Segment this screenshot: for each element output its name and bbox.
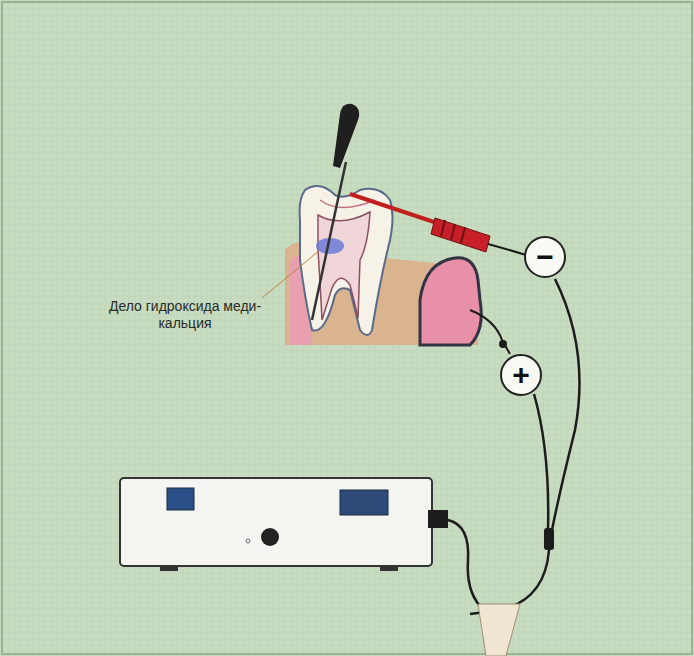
wire-positive [470, 310, 510, 354]
display [340, 490, 388, 515]
electrode-handle [333, 104, 359, 168]
gum [420, 258, 481, 345]
leader-line [262, 250, 320, 298]
clip [499, 340, 507, 348]
device-foot [380, 566, 398, 571]
pulp-canal [318, 212, 370, 320]
wire-junction [544, 528, 554, 550]
terminal-circle: + [500, 354, 542, 396]
plug [478, 604, 520, 656]
indicator [246, 539, 250, 543]
probe-plug [431, 218, 490, 252]
wire-positive [534, 394, 548, 530]
device-housing [120, 478, 432, 566]
polarity-sign: + [512, 360, 530, 390]
knob [261, 528, 279, 546]
button [167, 488, 194, 510]
probe [350, 194, 440, 224]
terminal-circle: − [524, 236, 566, 278]
wire-negative [488, 244, 526, 255]
callout-label: Дело гидроксида меди-кальция [100, 298, 270, 332]
wire-negative [552, 279, 580, 530]
needle-electrode [312, 162, 346, 320]
device-foot [160, 566, 178, 571]
polarity-sign: − [536, 242, 554, 272]
connector [428, 510, 448, 528]
plug-ribs [441, 220, 465, 243]
power-cable [448, 520, 480, 606]
